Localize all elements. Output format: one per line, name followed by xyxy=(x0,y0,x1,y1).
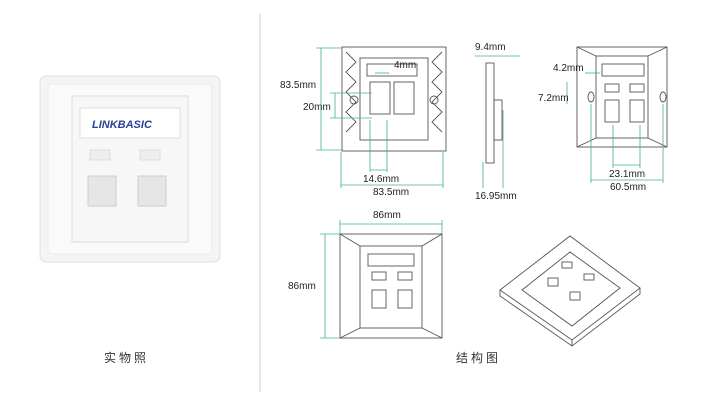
front-view-drawing xyxy=(576,46,668,148)
side-depth-label: 16.95mm xyxy=(475,191,517,202)
module-width-label: 14.6mm xyxy=(363,174,399,185)
outer-width-label: 86mm xyxy=(373,210,401,221)
outer-height-label: 86mm xyxy=(288,281,316,292)
outer-view-drawing xyxy=(339,233,443,339)
product-photo: LINKBASIC xyxy=(39,75,221,263)
side-top-label: 9.4mm xyxy=(475,42,506,53)
brand-logo: LINKBASIC xyxy=(92,119,153,131)
back-view-drawing xyxy=(341,46,447,152)
hole-offset-label: 7.2mm xyxy=(538,93,569,104)
side-view-drawing xyxy=(485,62,503,164)
back-width-label: 83.5mm xyxy=(373,187,409,198)
back-view-dimensions xyxy=(316,47,444,188)
front-view-dimensions xyxy=(566,72,664,183)
drawings-caption: 结构图 xyxy=(456,350,501,365)
hole-pitch-label: 60.5mm xyxy=(610,182,646,193)
gap-label: 4mm xyxy=(394,60,416,71)
isometric-view-drawing xyxy=(499,235,641,347)
module-height-label: 20mm xyxy=(303,102,331,113)
outer-view-dimensions xyxy=(320,220,443,339)
label-offset-label: 4.2mm xyxy=(553,63,584,74)
back-height-label: 83.5mm xyxy=(280,80,316,91)
port-pitch-label: 23.1mm xyxy=(609,169,645,180)
side-view-dimensions xyxy=(475,55,520,188)
photo-caption: 实物照 xyxy=(104,350,149,365)
